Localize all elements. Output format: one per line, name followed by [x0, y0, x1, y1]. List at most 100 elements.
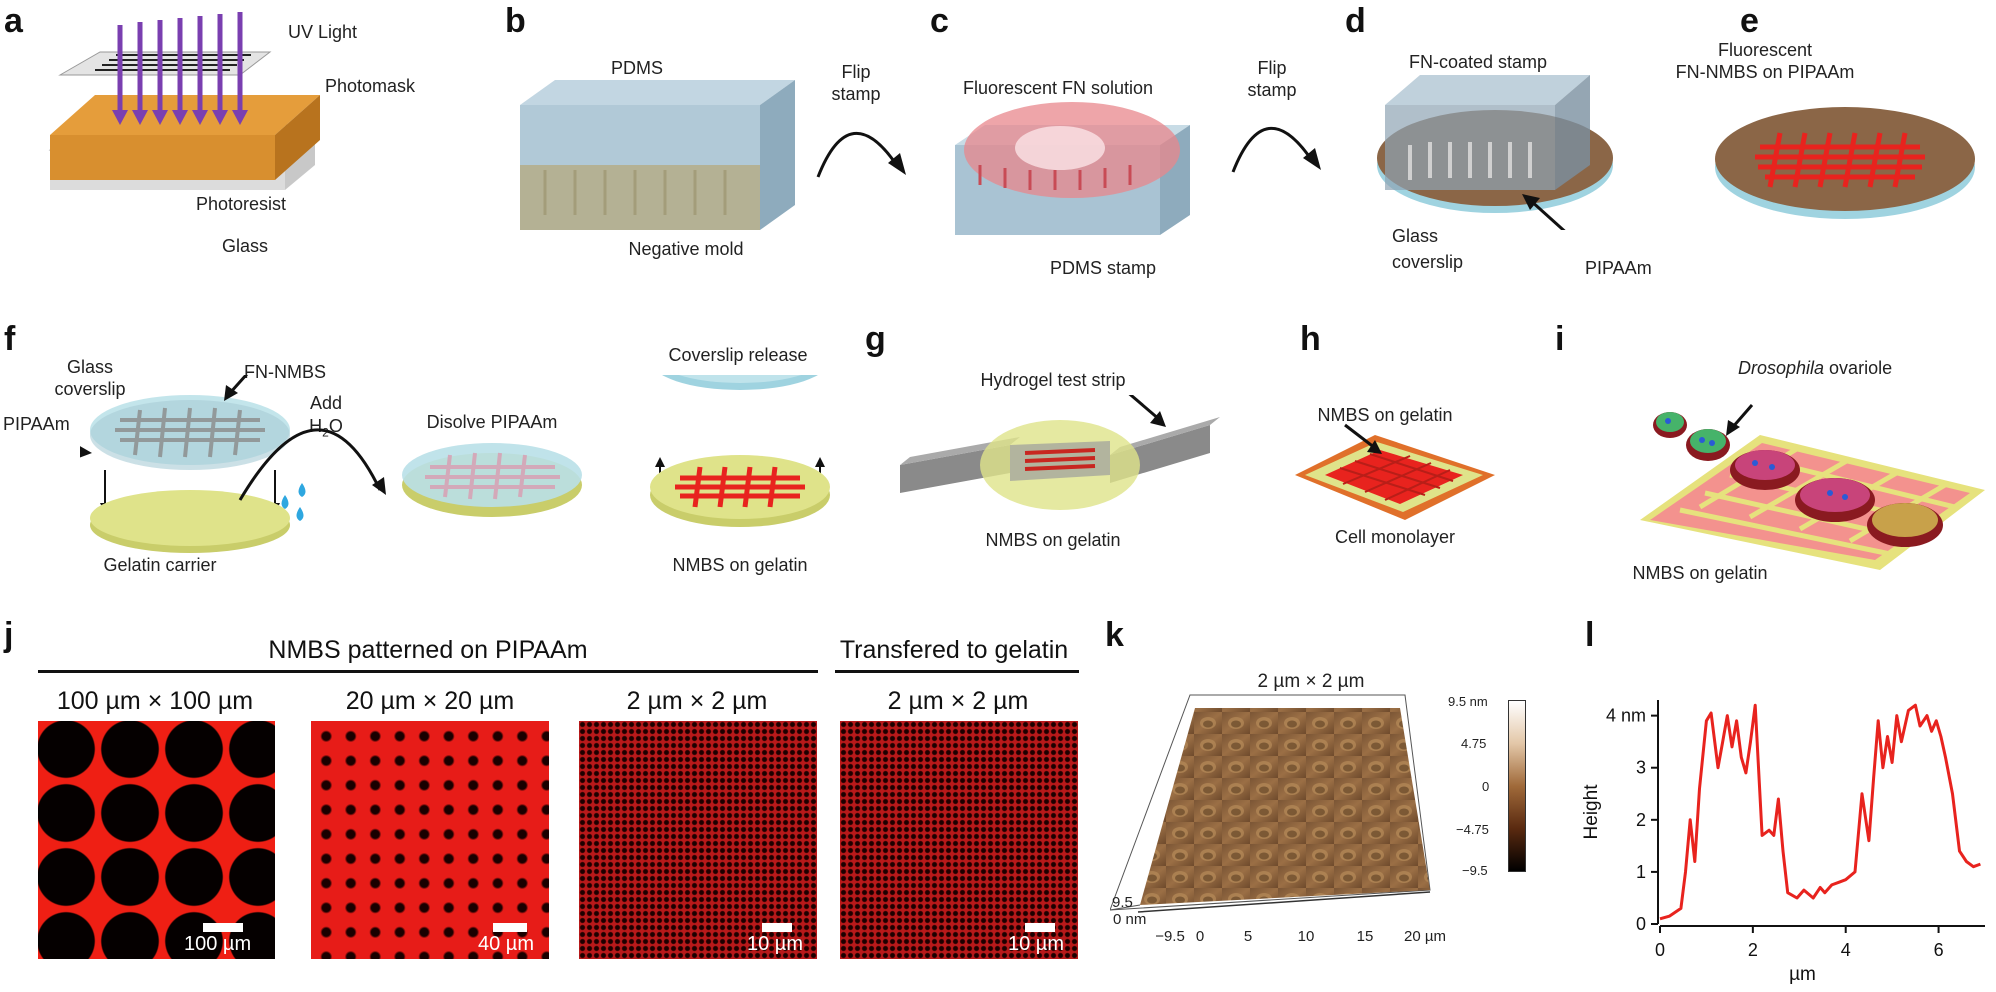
group-rule-gelatin — [835, 670, 1079, 673]
afm-surface-plot — [1110, 694, 1431, 913]
x-tick-label: 6 — [1934, 940, 1944, 960]
cell-monolayer-label: Cell monolayer — [1334, 527, 1456, 547]
panel-label-i: i — [1555, 320, 1565, 358]
x-tick-label: 4 — [1841, 940, 1851, 960]
fn-coated-stamp-label: FN-coated stamp — [1408, 52, 1548, 72]
glass-coverslip-label-f1: Glass — [66, 357, 114, 377]
scale-bar-3 — [762, 923, 792, 932]
flip-stamp-label-3: Flip — [1257, 58, 1287, 78]
panel-label-e: e — [1740, 2, 1759, 40]
uv-light-label: UV Light — [288, 22, 358, 42]
height-profile-line — [1659, 703, 1981, 921]
scale-label-3: 10 µm — [747, 933, 803, 955]
flip-stamp-label-4: stamp — [1247, 80, 1297, 100]
group-rule-pipaam — [38, 670, 818, 673]
afm-x-tick-2: 5 — [1243, 928, 1253, 945]
micrograph-2um-pipaam: 10 µm — [579, 721, 817, 959]
x-axis-title: µm — [1789, 964, 1816, 985]
negative-mold-label: Negative mold — [628, 239, 744, 259]
afm-z-tick-top: 9.5 — [1112, 894, 1133, 911]
panel-label-l: l — [1585, 616, 1595, 654]
flip-arrow-icon-2 — [1231, 127, 1321, 173]
panel-label-b: b — [505, 2, 526, 40]
x-tick-label: 2 — [1748, 940, 1758, 960]
flip-stamp-label-1: Flip — [841, 62, 871, 82]
nmbs-on-gelatin-label-h: NMBS on gelatin — [1317, 405, 1453, 425]
panel-e-title-1: Fluorescent — [1717, 40, 1813, 60]
ovariole-diagram — [1640, 404, 1985, 570]
nmbs-on-gelatin-label-g: NMBS on gelatin — [985, 530, 1121, 550]
gelatin-carrier-label: Gelatin carrier — [103, 555, 217, 575]
fn-solution-label: Fluorescent FN solution — [962, 78, 1154, 98]
afm-z-tick-bottom: 0 nm — [1113, 911, 1147, 928]
panel-label-c: c — [930, 2, 949, 40]
afm-colorbar — [1508, 700, 1526, 872]
panel-label-j: j — [4, 616, 14, 654]
add-label: Add — [309, 393, 343, 413]
scale-bar-2 — [493, 923, 527, 932]
nmbs-on-gelatin-label-i: NMBS on gelatin — [1632, 563, 1768, 583]
colorbar-tick-3: −4.75 — [1456, 822, 1489, 837]
colorbar-tick-2: 0 — [1482, 779, 1490, 794]
transfer-process-diagram — [80, 375, 830, 553]
height-profile-chart: 0 2 4 6 0 1 2 3 4 nm µm Height — [1581, 700, 1985, 985]
image-title-4: 2 µm × 2 µm — [887, 687, 1029, 715]
scale-label-2: 40 µm — [478, 933, 534, 955]
afm-x-tick-4: 15 — [1356, 928, 1374, 945]
colorbar-tick-1: 4.75 — [1461, 736, 1487, 751]
y-tick-label: 1 — [1636, 862, 1646, 882]
colorbar-tick-0: 9.5 nm — [1448, 694, 1488, 709]
micrograph-100um: 100 µm — [38, 721, 275, 959]
panel-e-title-2: FN-NMBS on PIPAAm — [1675, 62, 1855, 82]
photomask-label: Photomask — [325, 76, 416, 96]
scale-bar-4 — [1025, 923, 1055, 932]
fn-nmbs-on-pipaam-diagram — [1715, 107, 1975, 219]
fn-solution-diagram — [955, 102, 1190, 235]
pdms-stamp-label: PDMS stamp — [1049, 258, 1157, 278]
afm-title: 2 µm × 2 µm — [1257, 671, 1365, 692]
image-title-1: 100 µm × 100 µm — [56, 687, 254, 715]
panel-label-a: a — [4, 2, 23, 40]
photoresist-label: Photoresist — [196, 194, 287, 214]
glass-coverslip-label-2: coverslip — [1392, 252, 1464, 272]
fn-coated-stamp-diagram — [1377, 75, 1613, 230]
scale-bar-1 — [203, 923, 243, 932]
cell-monolayer-diagram — [1295, 423, 1495, 520]
scale-label-4: 10 µm — [1008, 933, 1064, 955]
group-title-pipaam: NMBS patterned on PIPAAm — [268, 636, 588, 664]
afm-x-tick-1: 0 — [1195, 928, 1205, 945]
colorbar-tick-4: −9.5 — [1462, 863, 1488, 878]
y-tick-label: 3 — [1636, 758, 1646, 778]
pdms-label: PDMS — [610, 58, 664, 78]
dissolve-label: Disolve PIPAAm — [426, 412, 558, 432]
nmbs-on-gelatin-label-f: NMBS on gelatin — [672, 555, 808, 575]
panel-label-h: h — [1300, 320, 1321, 358]
flip-stamp-label-2: stamp — [831, 84, 881, 104]
y-tick-label: 2 — [1636, 810, 1646, 830]
afm-x-tick-0: −9.5 — [1155, 928, 1185, 945]
pdms-mold-diagram — [520, 80, 795, 230]
hydrogel-strip-diagram — [900, 395, 1220, 510]
afm-x-tick-3: 10 — [1297, 928, 1315, 945]
y-axis-title: Height — [1581, 784, 1602, 840]
hydrogel-strip-label: Hydrogel test strip — [980, 370, 1126, 390]
y-tick-label: 0 — [1636, 914, 1646, 934]
panel-label-f: f — [4, 320, 16, 358]
x-tick-label: 0 — [1655, 940, 1665, 960]
micrograph-2um-gelatin: 10 µm — [840, 721, 1078, 959]
ovariole-label: Drosophila ovariole — [1738, 358, 1893, 378]
pipaam-label-d: PIPAAm — [1585, 258, 1652, 278]
micrograph-20um: 40 µm — [311, 721, 549, 959]
panel-label-d: d — [1345, 2, 1366, 40]
y-tick-label: 4 nm — [1606, 706, 1646, 726]
glass-coverslip-label-f2: coverslip — [54, 379, 126, 399]
afm-x-tick-5: 20 µm — [1404, 928, 1446, 945]
panel-label-k: k — [1105, 616, 1124, 654]
group-title-gelatin: Transfered to gelatin — [839, 636, 1069, 664]
panel-label-g: g — [865, 320, 886, 358]
glass-coverslip-label-1: Glass — [1392, 226, 1439, 246]
flip-arrow-icon — [816, 132, 906, 178]
image-title-2: 20 µm × 20 µm — [345, 687, 515, 715]
glass-label: Glass — [222, 236, 269, 256]
fn-nmbs-label: FN-NMBS — [244, 362, 326, 382]
